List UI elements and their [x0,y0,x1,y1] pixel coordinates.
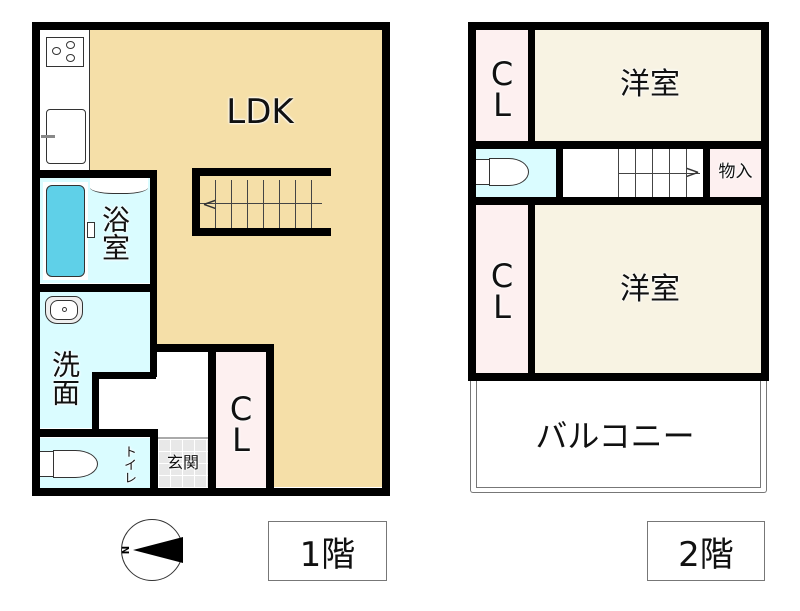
entrance-area [158,437,208,487]
floor-2-label: 2階 [647,521,765,581]
balcony-label: バルコニー [535,417,695,455]
hallway-area [158,352,210,427]
floor-1-label: 1階 [268,521,387,581]
wall [32,22,390,30]
kitchen-sink-icon [41,109,86,164]
compass-north-label: N [121,545,133,555]
western-room-1-label: 洋室 [620,67,680,102]
closet-2f-bottom-label-c: C [490,257,514,295]
balcony-area [470,380,767,493]
closet-1f-label-l: L [232,421,250,459]
storage-label: 物入 [718,162,753,182]
toilet-icon [40,450,98,478]
western-room-1-area [535,30,761,142]
bath-label: 浴室 [98,205,131,261]
washroom-label: 洗面 [48,350,81,406]
stairs-2f-arrow-icon: > [685,162,701,183]
closet-2f-top-label-l: L [493,86,511,124]
ldk-area-right [272,345,382,487]
bathtub-icon [43,182,88,280]
staircase-1f [192,174,330,232]
toilet-2f-icon [476,158,534,186]
western-room-2-label: 洋室 [620,272,680,307]
closet-2f-top-label-c: C [490,55,514,93]
floor-1-plan: 浴室 洗面 玄関 トイレ C L < LDK [0,0,400,500]
compass: N [121,519,183,581]
storage-area [710,149,761,197]
ldk-area [90,30,382,170]
western-room-2-area [535,205,761,373]
wash-basin-icon [45,296,83,324]
compass-arrow-icon [133,537,183,563]
closet-2f-bottom-label-l: L [493,288,511,326]
bath-mirror [90,178,148,194]
stove-icon [46,37,84,67]
bath-faucet-icon [87,222,95,238]
closet-1f-area [215,352,267,487]
entrance-label: 玄関 [166,453,199,472]
washroom-inner-cutout [98,378,158,430]
toilet-label: トイレ [121,445,136,484]
closet-2f-bottom-area [476,205,528,373]
staircase-2f [563,149,703,197]
closet-2f-top-area [476,30,528,142]
ldk-label: LDK [226,92,294,132]
stairs-arrow-icon: < [202,194,218,215]
closet-1f-label-c: C [229,390,253,428]
toilet-2f-area [476,149,556,197]
